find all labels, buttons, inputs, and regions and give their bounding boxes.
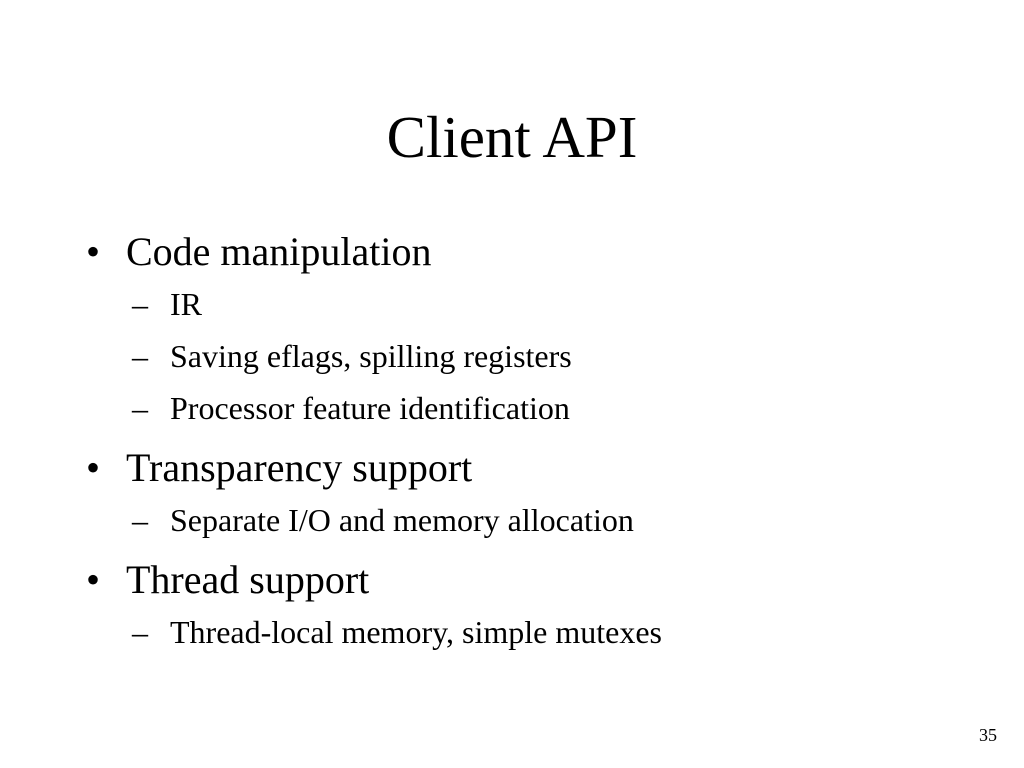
sub-bullet-text: Saving eflags, spilling registers — [170, 338, 572, 374]
page-number: 35 — [979, 725, 997, 745]
sub-bullet-marker: – — [132, 338, 148, 374]
sub-bullet-marker: – — [132, 286, 148, 322]
bullet-text: Code manipulation — [126, 229, 432, 274]
sub-bullet-text: Separate I/O and memory allocation — [170, 502, 634, 538]
bullet-item: • Thread support — [86, 554, 966, 606]
sub-bullet-marker: – — [132, 614, 148, 650]
sub-bullet-item: – Saving eflags, spilling registers — [86, 330, 966, 382]
sub-bullet-item: – Thread-local memory, simple mutexes — [86, 606, 966, 658]
sub-bullet-item: – Separate I/O and memory allocation — [86, 494, 966, 546]
bullet-item: • Transparency support — [86, 442, 966, 494]
sub-bullet-text: Thread-local memory, simple mutexes — [170, 614, 662, 650]
bullet-item: • Code manipulation — [86, 226, 966, 278]
bullet-marker: • — [86, 229, 101, 274]
sub-bullet-item: – Processor feature identification — [86, 382, 966, 434]
bullet-text: Transparency support — [126, 445, 473, 490]
bullet-marker: • — [86, 557, 101, 602]
sub-bullet-text: IR — [170, 286, 202, 322]
sub-bullet-item: – IR — [86, 278, 966, 330]
bullet-marker: • — [86, 445, 101, 490]
slide-title: Client API — [386, 104, 638, 170]
bullet-list: • Code manipulation – IR – Saving eflags… — [86, 226, 966, 658]
bullet-text: Thread support — [126, 557, 370, 602]
sub-bullet-marker: – — [132, 502, 148, 538]
sub-bullet-marker: – — [132, 390, 148, 426]
sub-bullet-text: Processor feature identification — [170, 390, 570, 426]
